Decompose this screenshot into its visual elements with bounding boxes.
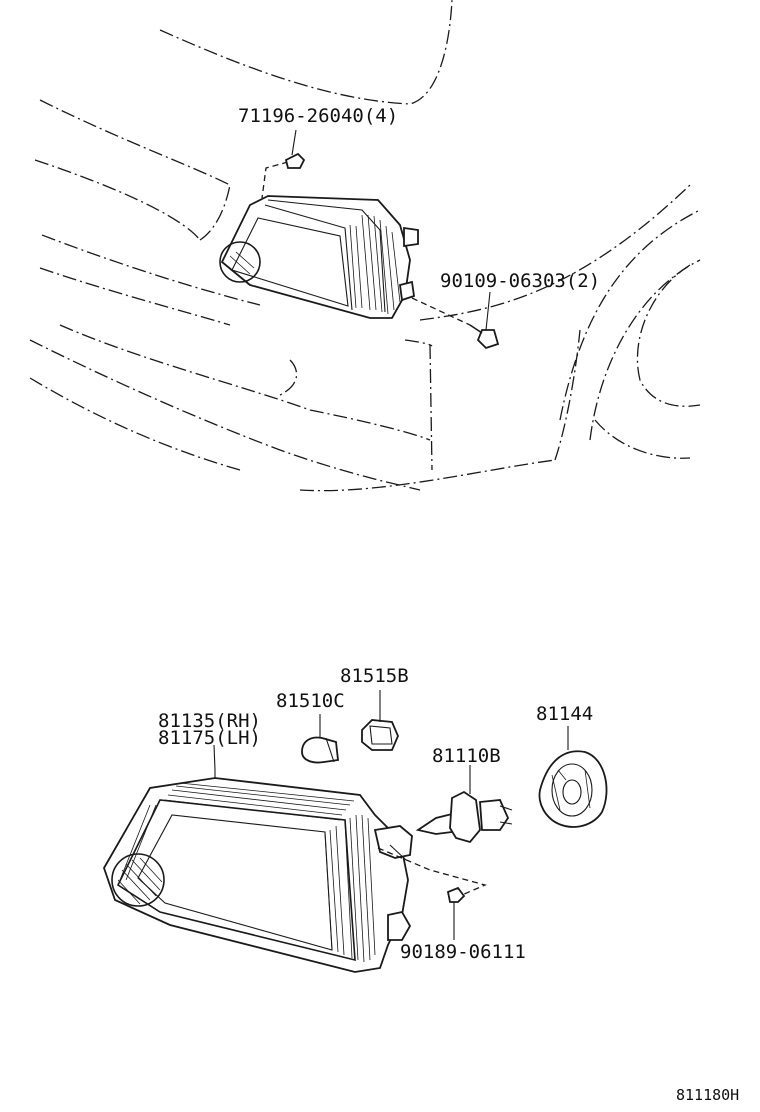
callout-90109-06303: 90109-06303(2)	[440, 270, 600, 292]
callout-90189-06111: 90189-06111	[400, 941, 526, 963]
mounting-guide-line	[377, 847, 487, 896]
figure-code: 811180H	[676, 1086, 739, 1104]
callout-81110B: 81110B	[432, 745, 501, 767]
wedge-bulb-icon	[301, 714, 339, 764]
callout-71196-26040: 71196-26040(4)	[238, 105, 398, 127]
headlamp-installed-view	[219, 195, 419, 319]
rubber-cover-icon	[538, 726, 608, 828]
callout-81515B: 81515B	[340, 665, 409, 687]
callout-81144: 81144	[536, 703, 593, 725]
screw-part-icon	[469, 291, 500, 350]
callout-81175-lh: 81175(LH)	[158, 727, 261, 749]
clip-part-icon	[284, 129, 306, 169]
vehicle-body-outline	[29, 0, 701, 492]
callout-81135-rh: 81135(RH)	[158, 710, 261, 732]
callout-81510C: 81510C	[276, 690, 345, 712]
adjust-screw-icon	[446, 886, 466, 940]
halogen-bulb-icon	[415, 765, 513, 844]
headlamp-unit-exploded	[103, 744, 413, 973]
bulb-socket-icon	[361, 690, 399, 751]
